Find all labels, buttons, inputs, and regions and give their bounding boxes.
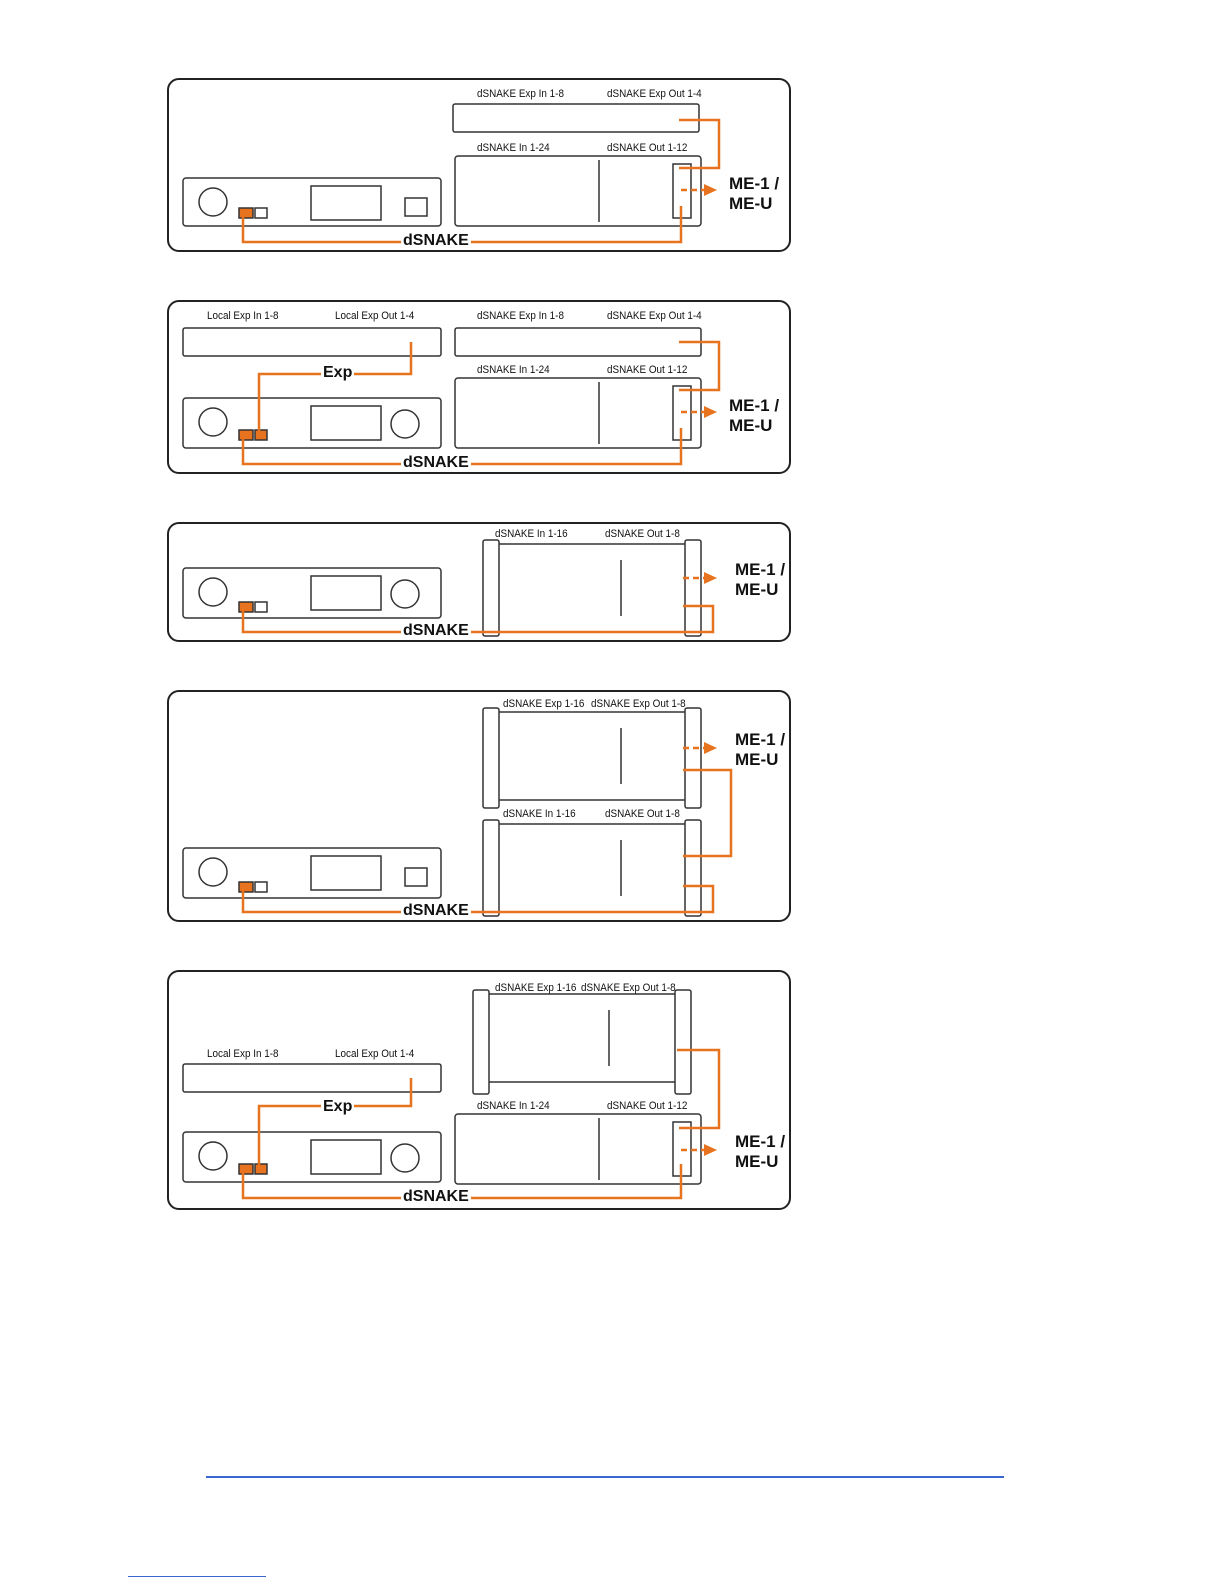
label-1-2: dSNAKE Exp Out 1-4 bbox=[607, 88, 702, 100]
output-label-line1: ME-1 / bbox=[735, 1132, 786, 1151]
cables bbox=[241, 746, 733, 914]
output-label-line1: ME-1 / bbox=[735, 560, 786, 579]
diagram-panel-1: dSNAKE Exp In 1-8 dSNAKE Exp Out 1-4 dSN… bbox=[167, 78, 791, 252]
cable-label-dsnake: dSNAKE bbox=[401, 902, 471, 920]
local-exp-rack bbox=[182, 327, 442, 357]
output-label-line2: ME-U bbox=[735, 580, 779, 599]
cable-label-dsnake: dSNAKE bbox=[401, 232, 471, 250]
mixer-rear-unit bbox=[182, 1131, 442, 1183]
cable-label-dsnake: dSNAKE bbox=[401, 1188, 471, 1206]
dsnake-exp-rack bbox=[452, 103, 700, 133]
label-2-3: dSNAKE Exp In 1-8 bbox=[477, 310, 564, 322]
output-label-line2: ME-U bbox=[735, 750, 779, 769]
label-2-2: Local Exp Out 1-4 bbox=[335, 310, 415, 322]
mixer-rear-unit bbox=[182, 177, 442, 227]
output-arrow bbox=[704, 572, 717, 584]
output-arrow bbox=[704, 184, 717, 196]
panel-3-graphics bbox=[182, 539, 717, 637]
diagram-panel-5: dSNAKE Exp 1-16 dSNAKE Exp Out 1-8 Local… bbox=[167, 970, 791, 1210]
local-exp-rack bbox=[182, 1063, 442, 1093]
mixer-rear-unit bbox=[182, 847, 442, 899]
dsnake-exp-rack bbox=[454, 327, 702, 357]
cable-label-exp: Exp bbox=[321, 364, 355, 382]
footer-link-underline bbox=[128, 1576, 266, 1577]
label-2-5: dSNAKE In 1-24 bbox=[477, 364, 550, 376]
output-arrow bbox=[704, 742, 717, 754]
diagram-panel-3: dSNAKE In 1-16 dSNAKE Out 1-8 dSNAKE ME-… bbox=[167, 522, 791, 642]
mixer-rear-unit bbox=[182, 567, 442, 619]
label-4-4: dSNAKE Out 1-8 bbox=[605, 808, 680, 820]
output-label-line1: ME-1 / bbox=[729, 396, 780, 415]
diagram-panel-4: dSNAKE Exp 1-16 dSNAKE Exp Out 1-8 dSNAK… bbox=[167, 690, 791, 922]
label-5-1: dSNAKE Exp 1-16 bbox=[495, 982, 577, 994]
label-4-1: dSNAKE Exp 1-16 bbox=[503, 698, 585, 710]
label-1-1: dSNAKE Exp In 1-8 bbox=[477, 88, 564, 100]
diagram-panel-2: Local Exp In 1-8 Local Exp Out 1-4 dSNAK… bbox=[167, 300, 791, 474]
cable-label-dsnake: dSNAKE bbox=[401, 622, 471, 640]
cables bbox=[241, 576, 715, 634]
label-5-2: dSNAKE Exp Out 1-8 bbox=[581, 982, 676, 994]
label-2-1: Local Exp In 1-8 bbox=[207, 310, 279, 322]
panel-2-graphics bbox=[182, 327, 721, 466]
output-arrow bbox=[704, 406, 717, 418]
panel-5-graphics bbox=[182, 989, 721, 1200]
label-4-3: dSNAKE In 1-16 bbox=[503, 808, 576, 820]
label-3-1: dSNAKE In 1-16 bbox=[495, 528, 568, 540]
label-4-2: dSNAKE Exp Out 1-8 bbox=[591, 698, 686, 710]
label-5-5: dSNAKE In 1-24 bbox=[477, 1100, 550, 1112]
label-2-4: dSNAKE Exp Out 1-4 bbox=[607, 310, 702, 322]
label-5-4: Local Exp Out 1-4 bbox=[335, 1048, 415, 1060]
label-3-2: dSNAKE Out 1-8 bbox=[605, 528, 680, 540]
output-label-line1: ME-1 / bbox=[735, 730, 786, 749]
footer-rule bbox=[206, 1476, 1004, 1478]
cable-label-exp: Exp bbox=[321, 1098, 355, 1116]
dsnake-main-rack bbox=[454, 1113, 702, 1185]
main-stagebox-16x8 bbox=[482, 819, 702, 917]
label-1-3: dSNAKE In 1-24 bbox=[477, 142, 550, 154]
dsnake-main-rack bbox=[454, 155, 702, 227]
label-5-6: dSNAKE Out 1-12 bbox=[607, 1100, 688, 1112]
output-label-line1: ME-1 / bbox=[729, 174, 780, 193]
panel-1-graphics bbox=[182, 103, 721, 244]
exp-stagebox-16x8 bbox=[482, 707, 702, 809]
panel-4-graphics bbox=[182, 707, 733, 917]
dsnake-main-rack bbox=[454, 377, 702, 449]
exp-stagebox-16x8 bbox=[472, 989, 692, 1095]
cable-label-dsnake: dSNAKE bbox=[401, 454, 471, 472]
mixer-rear-unit bbox=[182, 397, 442, 449]
label-5-3: Local Exp In 1-8 bbox=[207, 1048, 279, 1060]
output-label-line2: ME-U bbox=[735, 1152, 779, 1171]
output-label-line2: ME-U bbox=[729, 416, 773, 435]
stagebox-16x8 bbox=[482, 539, 702, 637]
label-1-4: dSNAKE Out 1-12 bbox=[607, 142, 688, 154]
output-label-line2: ME-U bbox=[729, 194, 773, 213]
label-2-6: dSNAKE Out 1-12 bbox=[607, 364, 688, 376]
output-arrow bbox=[704, 1144, 717, 1156]
